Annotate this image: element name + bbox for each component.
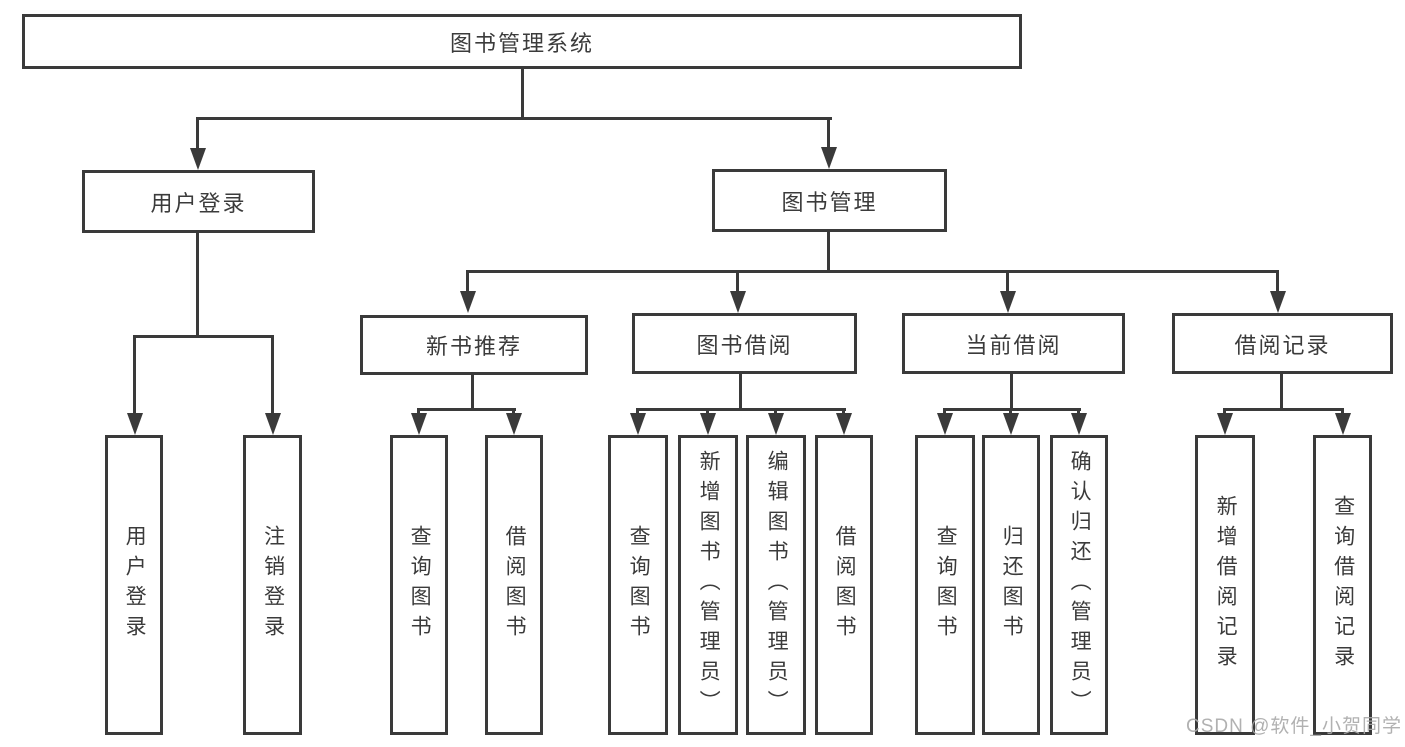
node-current-borrow: 当前借阅 [902, 313, 1125, 374]
connector-drop-bb-query [636, 408, 639, 415]
connector-drop-leaf-login [133, 335, 136, 415]
connector-drop-cb-confirm [1077, 408, 1080, 415]
connector-book-borrow-bar [636, 408, 846, 411]
arrow-down-current-borrow [1000, 291, 1016, 313]
leaf-bb-query-books: 查询图书 [608, 435, 668, 735]
connector-drop-cb-return [1009, 408, 1012, 415]
node-borrow-records: 借阅记录 [1172, 313, 1393, 374]
connector-drop-book-management [827, 117, 830, 149]
node-root-label: 图书管理系统 [449, 30, 594, 56]
arrow-down-bb-edit [768, 413, 784, 435]
connector-drop-nb-query [417, 408, 420, 415]
node-book-borrow: 图书借阅 [632, 313, 857, 374]
arrow-down-bb-query [630, 413, 646, 435]
arrow-down-new-books [460, 291, 476, 313]
arrow-down-cb-confirm [1071, 413, 1087, 435]
arrow-down-book-borrow [730, 291, 746, 313]
leaf-cb-query-books: 查询图书 [915, 435, 975, 735]
node-label: 查询图书 [408, 525, 432, 645]
connector-current-borrow-bar [943, 408, 1081, 411]
connector-root-bar [196, 117, 832, 120]
node-label: 确认归还（管理员） [1068, 450, 1092, 720]
connector-drop-br-add [1223, 408, 1226, 415]
leaf-nb-query-books: 查询图书 [390, 435, 448, 735]
connector-drop-bb-edit [774, 408, 777, 415]
node-new-book-recommend: 新书推荐 [360, 315, 588, 375]
node-label: 借阅图书 [503, 525, 527, 645]
node-label: 新增图书（管理员） [697, 450, 721, 720]
arrow-down-bb-borrow [836, 413, 852, 435]
arrow-down-leaf-logout [265, 413, 281, 435]
node-user-login: 用户登录 [82, 170, 315, 233]
arrow-down-book-management [821, 147, 837, 169]
connector-book-management-stem [827, 232, 830, 270]
leaf-br-add-record: 新增借阅记录 [1195, 435, 1255, 735]
node-book-management: 图书管理 [712, 169, 947, 232]
arrow-down-nb-borrow [506, 413, 522, 435]
node-label: 查询借阅记录 [1331, 495, 1355, 675]
node-label: 归还图书 [1000, 525, 1024, 645]
connector-drop-nb-borrow [512, 408, 515, 415]
node-root: 图书管理系统 [22, 14, 1022, 69]
leaf-bb-edit-books-admin: 编辑图书（管理员） [746, 435, 806, 735]
connector-drop-br-query [1341, 408, 1344, 415]
arrow-down-user-login [190, 148, 206, 170]
arrow-down-cb-return [1003, 413, 1019, 435]
leaf-logout: 注销登录 [243, 435, 302, 735]
leaf-user-login: 用户登录 [105, 435, 163, 735]
node-label: 借阅记录 [1234, 332, 1331, 358]
connector-drop-borrow-records [1276, 270, 1279, 293]
node-label: 注销登录 [261, 525, 285, 645]
connector-borrow-records-stem [1280, 374, 1283, 408]
arrow-down-nb-query [411, 413, 427, 435]
connector-new-books-stem [471, 375, 474, 408]
arrow-down-bb-add [700, 413, 716, 435]
leaf-cb-confirm-return-admin: 确认归还（管理员） [1050, 435, 1108, 735]
node-label: 新增借阅记录 [1214, 495, 1238, 675]
leaf-bb-borrow-books: 借阅图书 [815, 435, 873, 735]
connector-drop-new-books [466, 270, 469, 293]
node-label: 查询图书 [934, 525, 958, 645]
csdn-watermark: CSDN @软件_小贺同学 [1186, 716, 1402, 737]
arrow-down-br-add [1217, 413, 1233, 435]
connector-drop-cb-query [943, 408, 946, 415]
leaf-br-query-record: 查询借阅记录 [1313, 435, 1372, 735]
node-label: 借阅图书 [833, 525, 857, 645]
node-label: 用户登录 [150, 190, 247, 216]
connector-user-login-bar [133, 335, 274, 338]
arrow-down-cb-query [937, 413, 953, 435]
node-label: 图书管理 [781, 189, 878, 215]
connector-user-login-stem [196, 233, 199, 335]
arrow-down-br-query [1335, 413, 1351, 435]
arrow-down-borrow-records [1270, 291, 1286, 313]
leaf-cb-return-books: 归还图书 [982, 435, 1040, 735]
connector-drop-bb-add [706, 408, 709, 415]
connector-drop-current-borrow [1006, 270, 1009, 293]
connector-book-management-bar [466, 270, 1279, 273]
leaf-nb-borrow-books: 借阅图书 [485, 435, 543, 735]
connector-drop-leaf-logout [271, 335, 274, 415]
node-label: 编辑图书（管理员） [765, 450, 789, 720]
leaf-bb-add-books-admin: 新增图书（管理员） [678, 435, 738, 735]
connector-drop-user-login [196, 117, 199, 150]
node-label: 新书推荐 [425, 334, 522, 359]
connector-drop-bb-borrow [842, 408, 845, 415]
node-label: 用户登录 [123, 525, 147, 645]
connector-borrow-records-bar [1223, 408, 1344, 411]
connector-root-stem [521, 69, 524, 117]
connector-new-books-bar [417, 408, 516, 411]
node-label: 查询图书 [627, 525, 651, 645]
node-label: 当前借阅 [965, 332, 1062, 358]
connector-current-borrow-stem [1010, 374, 1013, 408]
connector-drop-book-borrow [736, 270, 739, 293]
node-label: 图书借阅 [696, 332, 793, 358]
connector-book-borrow-stem [739, 374, 742, 408]
arrow-down-leaf-login [127, 413, 143, 435]
